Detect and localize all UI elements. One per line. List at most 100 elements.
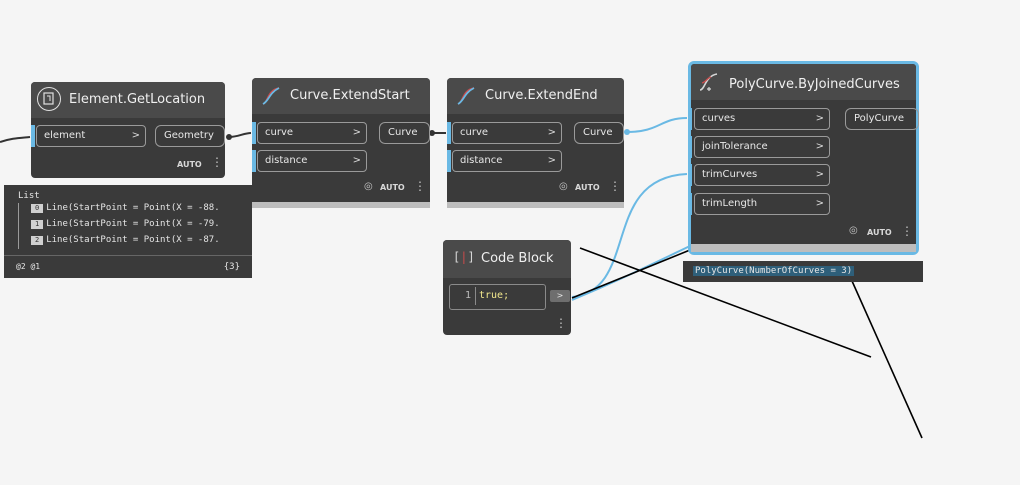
- output-connector-extend-end[interactable]: [624, 129, 630, 135]
- wire-curve-to-curves[interactable]: [626, 117, 688, 133]
- list-header: List: [18, 191, 40, 201]
- port-label: joinTolerance: [702, 141, 768, 152]
- node-curve-extendstart[interactable]: Curve.ExtendStart curve > distance > Cur…: [252, 78, 430, 208]
- chevron-right-icon: >: [815, 169, 824, 180]
- code-block-icon: [|]: [453, 250, 475, 264]
- chevron-right-icon: >: [815, 141, 824, 152]
- port-label: Curve: [388, 127, 418, 138]
- geometry-line-3: [847, 271, 923, 439]
- list-levels: @2 @1: [16, 262, 41, 271]
- port-label: curve: [460, 127, 489, 138]
- node-element-getlocation[interactable]: Element.GetLocation element > Geometry A…: [31, 82, 225, 178]
- input-indicator: [447, 122, 451, 144]
- node-code-block[interactable]: [|] Code Block 1 true; > ⋮: [443, 240, 571, 335]
- node-footer: [447, 202, 624, 208]
- preview-value: PolyCurve(NumberOfCurves = 3): [693, 266, 855, 276]
- input-port-curve[interactable]: curve >: [452, 122, 562, 144]
- divider: [4, 255, 252, 256]
- node-header[interactable]: [447, 78, 624, 114]
- input-port-trimcurves[interactable]: trimCurves >: [694, 164, 830, 186]
- chevron-right-icon: >: [815, 113, 824, 124]
- output-connector-extend-start[interactable]: [429, 130, 435, 136]
- lacing-label[interactable]: AUTO: [575, 183, 600, 192]
- code-editor[interactable]: 1 true;: [449, 284, 546, 310]
- list-index: 1: [31, 220, 44, 229]
- input-port-distance[interactable]: distance >: [257, 150, 367, 172]
- node-footer: [691, 244, 916, 252]
- more-options-icon[interactable]: ⋮: [555, 316, 567, 330]
- input-port-curves[interactable]: curves >: [694, 108, 830, 130]
- port-label: Curve: [583, 127, 613, 138]
- node-footer: [252, 202, 430, 208]
- port-label: element: [44, 130, 86, 141]
- output-port-geometry[interactable]: Geometry: [155, 125, 225, 147]
- eye-hidden-icon[interactable]: ◎: [849, 225, 858, 236]
- node-title: Code Block: [481, 251, 554, 266]
- input-indicator: [688, 108, 692, 130]
- node-title: Curve.ExtendEnd: [485, 88, 598, 103]
- node-header[interactable]: [691, 64, 916, 100]
- input-port-curve[interactable]: curve >: [257, 122, 367, 144]
- input-indicator: [688, 136, 692, 158]
- more-options-icon[interactable]: ⋮: [211, 155, 223, 169]
- input-indicator: [447, 150, 451, 172]
- wire-geometry-to-curve[interactable]: [228, 132, 252, 138]
- node-title: Element.GetLocation: [69, 92, 206, 107]
- output-port-polycurve[interactable]: PolyCurve: [845, 108, 919, 130]
- port-label: Geometry: [164, 130, 214, 141]
- node-polycurve-byjoinedcurves[interactable]: PolyCurve.ByJoinedCurves curves > joinTo…: [688, 61, 919, 255]
- chevron-right-icon: >: [547, 127, 556, 138]
- geometry-line-1: [579, 247, 872, 358]
- port-label: curves: [702, 113, 736, 124]
- input-port-element[interactable]: element >: [36, 125, 146, 147]
- output-connector-get-location[interactable]: [226, 134, 232, 140]
- port-label: PolyCurve: [854, 113, 904, 124]
- chevron-right-icon: >: [352, 127, 361, 138]
- wire-element-input[interactable]: [0, 136, 31, 143]
- input-port-trimlength[interactable]: trimLength >: [694, 193, 830, 215]
- lacing-label[interactable]: AUTO: [380, 183, 405, 192]
- chevron-right-icon: >: [815, 198, 824, 209]
- list-tree-line: [18, 203, 19, 249]
- node-header[interactable]: [443, 240, 571, 278]
- more-options-icon[interactable]: ⋮: [901, 224, 913, 238]
- eye-hidden-icon[interactable]: ◎: [559, 181, 568, 192]
- chevron-right-icon: >: [547, 155, 556, 166]
- polycurve-preview[interactable]: PolyCurve(NumberOfCurves = 3): [683, 261, 923, 282]
- list-value: Line(StartPoint = Point(X = -87.: [46, 235, 220, 245]
- input-port-jointolerance[interactable]: joinTolerance >: [694, 136, 830, 158]
- gutter-divider: [475, 287, 476, 305]
- more-options-icon[interactable]: ⋮: [609, 179, 621, 193]
- node-header[interactable]: [252, 78, 430, 114]
- lacing-label[interactable]: AUTO: [177, 160, 202, 169]
- geometry-line-2: [571, 249, 691, 299]
- more-options-icon[interactable]: ⋮: [414, 179, 426, 193]
- output-port-code[interactable]: >: [550, 290, 570, 302]
- input-indicator: [688, 193, 692, 215]
- wire-code-to-trimcurves[interactable]: [571, 245, 691, 301]
- list-value: Line(StartPoint = Point(X = -79.: [46, 219, 220, 229]
- code-text[interactable]: true;: [479, 290, 510, 301]
- node-curve-extendend[interactable]: Curve.ExtendEnd curve > distance > Curve…: [447, 78, 624, 208]
- eye-hidden-icon[interactable]: ◎: [364, 181, 373, 192]
- output-port-curve[interactable]: Curve: [379, 122, 430, 144]
- polycurve-icon: [697, 70, 721, 98]
- list-index: 0: [31, 204, 44, 213]
- input-indicator: [252, 122, 256, 144]
- input-port-distance[interactable]: distance >: [452, 150, 562, 172]
- port-label: curve: [265, 127, 294, 138]
- chevron-right-icon: >: [131, 130, 140, 141]
- node-header[interactable]: [31, 82, 225, 118]
- lacing-label[interactable]: AUTO: [867, 228, 892, 237]
- port-label: distance: [460, 155, 503, 166]
- port-label: trimCurves: [702, 169, 758, 180]
- port-label: trimLength: [702, 198, 758, 209]
- curve-icon: [260, 85, 282, 111]
- output-port-curve[interactable]: Curve: [574, 122, 624, 144]
